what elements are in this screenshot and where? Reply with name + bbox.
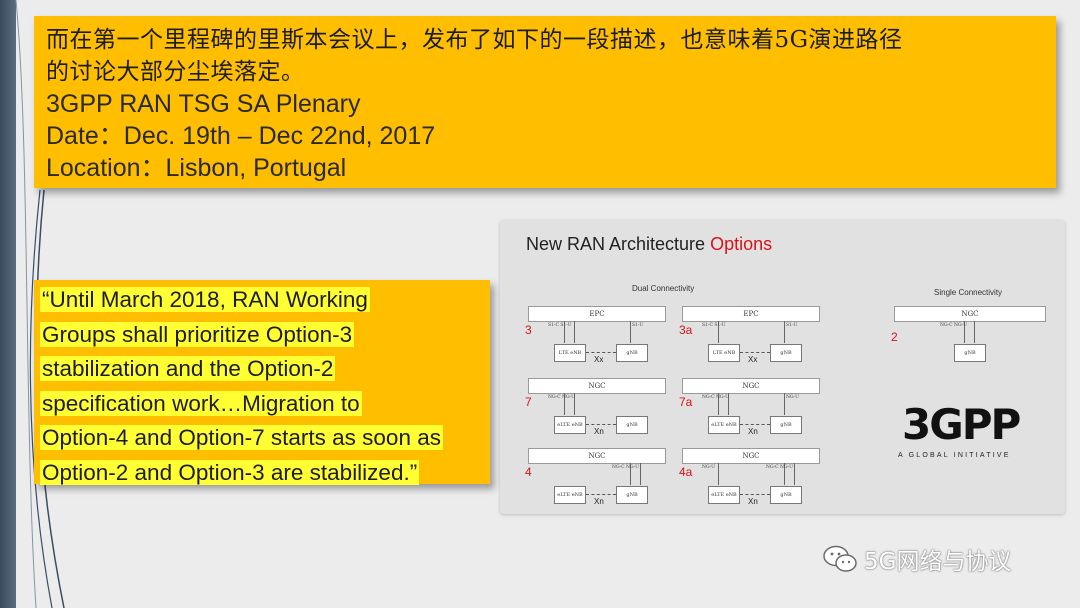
- wechat-watermark: 5G网络与协议: [822, 540, 1011, 578]
- quote-box: “Until March 2018, RAN Working Groups sh…: [34, 280, 490, 485]
- slide-left-strip: [0, 0, 16, 608]
- option-7a-diagram: NGC 7a NG-C NG-U NG-U eLTE eNB gNB Xn: [679, 378, 822, 436]
- single-connectivity-caption: Single Connectivity: [934, 288, 1003, 297]
- dual-connectivity-caption: Dual Connectivity: [632, 284, 695, 293]
- figure-title: New RAN Architecture Options: [526, 234, 773, 254]
- intro-text-box: 而在第一个里程碑的里斯本会议上，发布了如下的一段描述，也意味着5G演进路径 的讨…: [34, 16, 1056, 188]
- option-2-diagram: NGC 2 NG-C NG-U gNB: [891, 306, 1046, 364]
- quote-line: stabilization and the Option-2: [40, 356, 336, 381]
- meeting-location: Location：Lisbon, Portugal: [46, 154, 347, 182]
- quote-line: “Until March 2018, RAN Working: [40, 287, 370, 312]
- meeting-date: Date：Dec. 19th – Dec 22nd, 2017: [46, 122, 436, 150]
- quote-line: Option-4 and Option-7 starts as soon as: [40, 425, 443, 450]
- quote-line: Groups shall prioritize Option-3: [40, 321, 355, 347]
- option-7-diagram: NGC 7 NG-C NG-U eLTE eNB gNB Xn: [525, 378, 668, 436]
- watermark-text: 5G网络与协议: [864, 549, 1012, 575]
- wechat-icon: [823, 545, 857, 572]
- meeting-name: 3GPP RAN TSG SA Plenary: [46, 90, 361, 118]
- option-4-diagram: NGC 4 NG-C NG-U eLTE eNB gNB Xn: [525, 448, 668, 506]
- option-3-diagram: EPC 3 S1-C S1-U S1-U LTE eNB gNB Xx: [525, 306, 668, 364]
- intro-zh-line-2: 的讨论大部分尘埃落定。: [46, 59, 305, 85]
- quote-line: specification work…Migration to: [40, 390, 362, 416]
- intro-zh-line-1: 而在第一个里程碑的里斯本会议上，发布了如下的一段描述，也意味着5G演进路径: [46, 27, 903, 53]
- quote-line: Option-2 and Option-3 are stabilized.”: [40, 459, 420, 485]
- 3gpp-logo-text: 3GPP: [902, 400, 1021, 449]
- option-4a-diagram: NGC 4a NG-U NG-C NG-U eLTE eNB gNB Xn: [679, 448, 822, 506]
- option-3a-diagram: EPC 3a S1-C S1-U S1-U LTE eNB gNB Xx: [679, 306, 822, 364]
- 3gpp-logo-tagline: A GLOBAL INITIATIVE: [898, 452, 1011, 459]
- 3gpp-logo: 3GPP A GLOBAL INITIATIVE: [898, 400, 1028, 460]
- ran-architecture-figure: New RAN Architecture Options Dual Connec…: [500, 220, 1065, 514]
